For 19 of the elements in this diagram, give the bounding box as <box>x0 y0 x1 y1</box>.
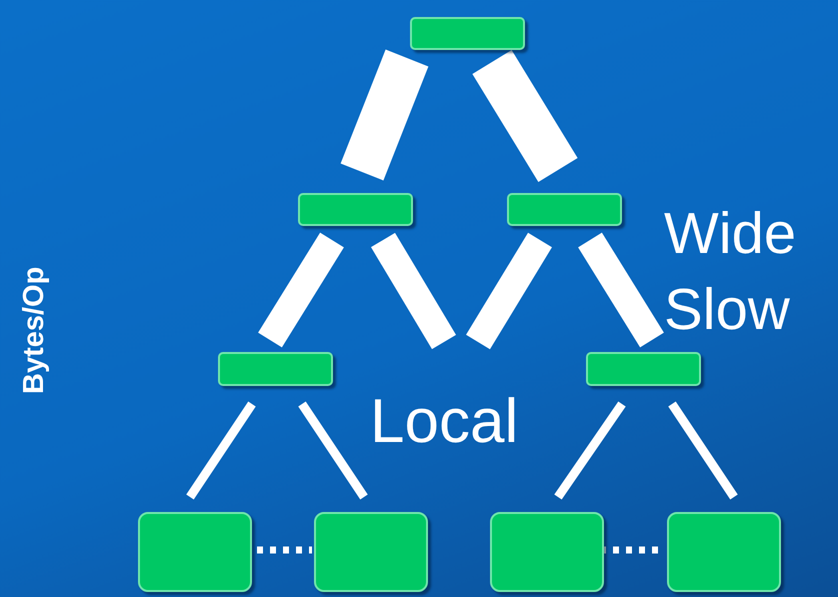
node-box <box>218 352 333 386</box>
connector-bar <box>554 401 626 500</box>
node-box <box>298 193 413 226</box>
node-box <box>507 193 622 226</box>
annotation-text: Wide Slow <box>664 200 798 344</box>
connector-bar <box>298 402 368 500</box>
connector-bar <box>258 232 344 348</box>
connector-bar <box>668 402 738 500</box>
axis-label: Bytes/Op <box>18 266 51 394</box>
connector-bar <box>371 232 456 350</box>
leaf-node-box <box>490 512 604 592</box>
node-box <box>586 352 701 386</box>
node-box <box>410 17 525 50</box>
leaf-node-box <box>314 512 428 592</box>
annotation-text: Local <box>370 386 518 457</box>
leaf-node-box <box>667 512 781 592</box>
dotted-connector <box>257 546 312 554</box>
leaf-node-box <box>138 512 252 592</box>
connector-bar <box>186 402 256 500</box>
